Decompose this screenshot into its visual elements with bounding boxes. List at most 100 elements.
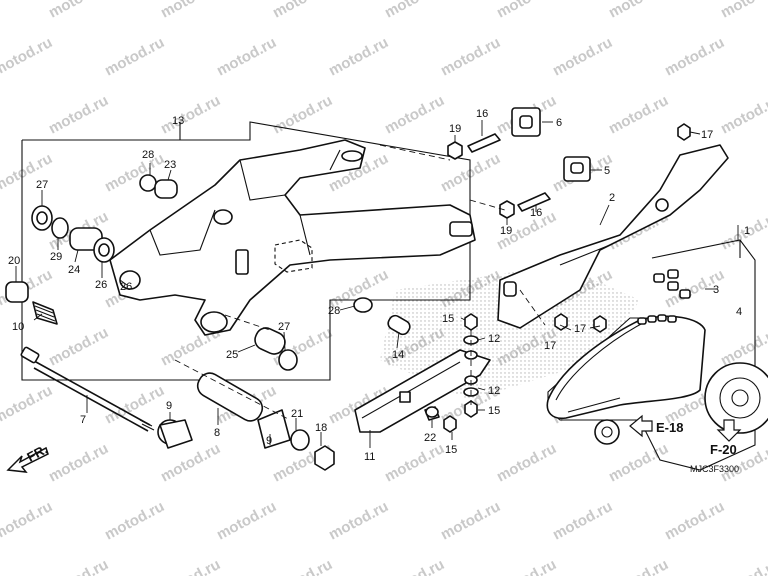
watermark-text: motod.ru	[0, 382, 55, 428]
watermark-text: motod.ru	[326, 498, 391, 544]
ref-e18-label: E-18	[656, 420, 683, 435]
watermark-text: motod.ru	[102, 498, 167, 544]
watermark-text: motod.ru	[270, 556, 335, 576]
reference-f20: F-20	[710, 419, 742, 457]
watermark-text: motod.ru	[382, 0, 447, 22]
left-bearing-stack	[5, 205, 115, 325]
front-direction-marker: FR.	[6, 442, 50, 473]
callout-3: 3	[713, 284, 719, 296]
callout-29: 29	[50, 251, 62, 263]
watermark-text: motod.ru	[606, 556, 671, 576]
watermark-text: motod.ru	[606, 0, 671, 22]
callout-18: 18	[315, 422, 327, 434]
watermark-text: motod.ru	[662, 34, 727, 80]
chain-links	[637, 314, 677, 325]
watermark-text: motod.ru	[718, 208, 768, 254]
watermark-text: motod.ru	[0, 498, 55, 544]
watermark-text: motod.ru	[718, 556, 768, 576]
callout-17a: 17	[701, 129, 713, 141]
watermark-text: motod.ru	[270, 0, 335, 22]
callout-10: 10	[12, 321, 24, 333]
watermark-text: motod.ru	[494, 440, 559, 486]
callout-9b: 9	[266, 435, 272, 447]
watermark-text: motod.ru	[158, 0, 223, 22]
watermark-text: motod.ru	[382, 92, 447, 138]
watermark-text: motod.ru	[46, 324, 111, 370]
callout-24: 24	[68, 264, 80, 276]
callout-26a: 26	[95, 279, 107, 291]
callout-12b: 12	[488, 385, 500, 397]
callout-16a: 16	[476, 108, 488, 120]
watermark-text: motod.ru	[718, 0, 768, 22]
chain-case	[497, 144, 729, 329]
swingarm	[109, 139, 476, 336]
watermark-text: motod.ru	[46, 440, 111, 486]
callout-13: 13	[172, 115, 184, 127]
callout-12a: 12	[488, 333, 500, 345]
drive-chain-kit	[546, 239, 768, 471]
watermark-text: motod.ru	[46, 0, 111, 22]
callout-22: 22	[424, 432, 436, 444]
callout-25: 25	[226, 349, 238, 361]
dashed-guides	[174, 144, 546, 421]
watermark-text: motod.ru	[550, 498, 615, 544]
callout-15b: 15	[488, 405, 500, 417]
watermark-text: motod.ru	[382, 556, 447, 576]
callout-28b: 28	[328, 305, 340, 317]
callout-27a: 27	[36, 179, 48, 191]
watermark-text: motod.ru	[214, 498, 279, 544]
watermark-text: motod.ru	[102, 382, 167, 428]
callout-21: 21	[291, 408, 303, 420]
watermark-text: motod.ru	[718, 92, 768, 138]
watermark-text: motod.ru	[550, 34, 615, 80]
watermark-text: motod.ru	[46, 556, 111, 576]
upper-bolts	[447, 123, 691, 333]
callout-16b: 16	[530, 207, 542, 219]
watermark-text: motod.ru	[326, 34, 391, 80]
callout-6: 6	[556, 117, 562, 129]
watermark-text: motod.ru	[494, 556, 559, 576]
callout-19a: 19	[449, 123, 461, 135]
callout-23: 23	[164, 159, 176, 171]
callout-5: 5	[604, 165, 610, 177]
callout-7: 7	[80, 414, 86, 426]
callout-1: 1	[744, 225, 750, 237]
reference-e18: E-18	[629, 414, 683, 438]
watermark-text: motod.ru	[606, 92, 671, 138]
watermark-text: motod.ru	[214, 34, 279, 80]
watermark-text: motod.ru	[158, 92, 223, 138]
watermark-text: motod.ru	[662, 498, 727, 544]
watermark-text: motod.ru	[438, 34, 503, 80]
callout-14: 14	[392, 349, 404, 361]
callout-27b: 27	[278, 321, 290, 333]
callout-11: 11	[364, 451, 375, 463]
callout-15c: 15	[445, 444, 457, 456]
callout-9a: 9	[166, 400, 172, 412]
assembly-13-outline	[21, 121, 471, 381]
diagram-code: MJC3F3300	[690, 464, 739, 474]
callout-19b: 19	[500, 225, 512, 237]
ref-f20-label: F-20	[710, 442, 737, 457]
pivot-collars	[157, 314, 411, 471]
callout-28a: 28	[142, 149, 154, 161]
callout-26b: 26	[120, 281, 132, 293]
callout-15a: 15	[442, 313, 454, 325]
watermark-text: motod.ru	[438, 498, 503, 544]
upper-bearings	[139, 174, 373, 313]
watermark-text: motod.ru	[46, 92, 111, 138]
watermark-text: motod.ru	[382, 440, 447, 486]
leader-lines	[15, 120, 739, 448]
callouts: 1 2 3 4 5 6 7 8 9 9 10 11 12 12 13 14 15…	[8, 108, 750, 463]
callout-4: 4	[736, 306, 742, 318]
watermark-text: motod.ru	[494, 0, 559, 22]
watermark-text: motod.ru	[438, 150, 503, 196]
callout-17b: 17	[544, 340, 556, 352]
pivot-bolt	[20, 346, 155, 432]
watermark-text: motod.ru	[606, 440, 671, 486]
callout-17c: 17	[574, 323, 586, 335]
rubber-pads	[511, 107, 591, 182]
watermark-text: motod.ru	[158, 556, 223, 576]
